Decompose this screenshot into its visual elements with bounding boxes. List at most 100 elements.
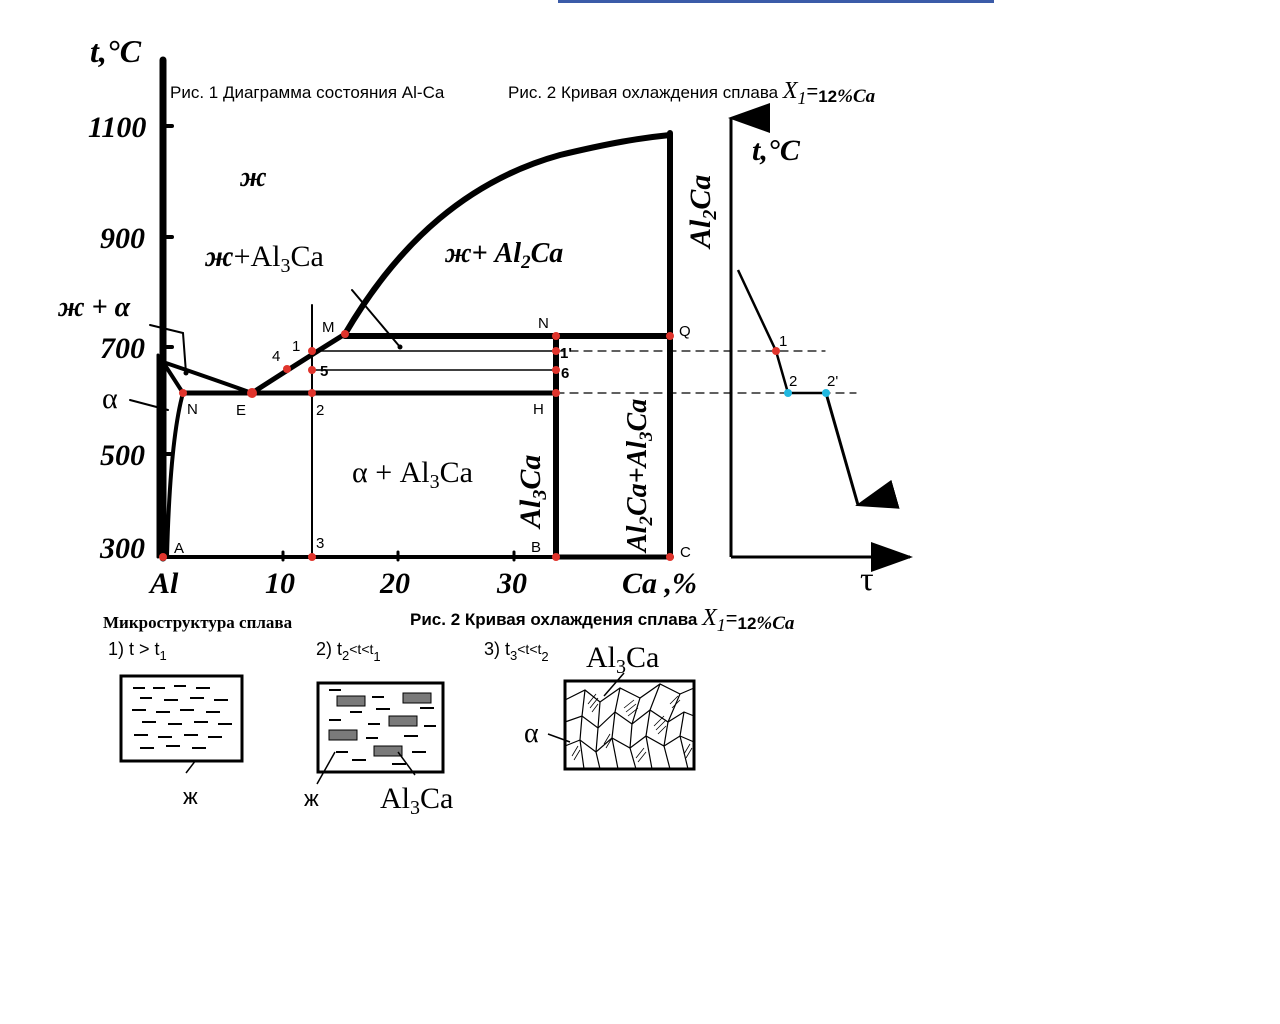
region-al2ca-vertical-sub: 2 bbox=[699, 210, 721, 221]
micro-label-1: 1) t > t1 bbox=[108, 639, 167, 663]
point-1 bbox=[308, 347, 316, 355]
region-liquid: ж bbox=[239, 162, 267, 193]
region-alpha-al3ca-prefix: α + Al bbox=[352, 456, 430, 489]
point-m bbox=[341, 330, 349, 338]
region-al2ca-al3ca-sub2: 3 bbox=[636, 431, 657, 442]
x-tick-10: 10 bbox=[265, 567, 295, 600]
phase-diagram-caption: Рис. 1 Диаграмма состояния Al-Ca bbox=[170, 83, 445, 102]
cooling-point-1 bbox=[772, 347, 780, 355]
phase-axis-labels: t,°C 1100 900 700 500 300 Al 10 20 30 Ca… bbox=[88, 33, 697, 600]
micro-title: Микроструктура сплава bbox=[103, 613, 293, 632]
point-n-left bbox=[179, 389, 187, 397]
cooling-point-2 bbox=[784, 389, 792, 397]
micro-liquid-label-2: ж bbox=[304, 786, 319, 811]
region-alpha: α bbox=[102, 382, 118, 415]
cooling-label-2prime: 2' bbox=[827, 373, 838, 390]
label-b: B bbox=[531, 539, 541, 556]
liquidus-al3ca bbox=[249, 331, 348, 396]
region-al3ca-vertical: Al3Ca bbox=[514, 455, 551, 530]
label-a: A bbox=[174, 540, 184, 557]
region-al2ca-vertical-b: Ca bbox=[684, 175, 717, 210]
micro-panel-3 bbox=[547, 672, 696, 771]
micro-leader-liquid-1 bbox=[185, 759, 197, 774]
leader-l-al3ca bbox=[351, 289, 401, 348]
label-4: 4 bbox=[272, 348, 280, 365]
micro-panel-2 bbox=[316, 681, 445, 785]
region-liquid-al3ca-end: Ca bbox=[291, 240, 324, 273]
point-1prime bbox=[552, 347, 560, 355]
region-liquid-al3ca-sub: 3 bbox=[281, 255, 291, 277]
phase-diagram bbox=[129, 56, 857, 562]
label-e: E bbox=[236, 402, 246, 419]
leader-alpha bbox=[129, 399, 169, 411]
point-labels: A N E 4 1 5 2 3 M N 1' 6 H B Q C bbox=[174, 315, 691, 561]
label-c: C bbox=[680, 544, 691, 561]
micro-label-2: 2) t2<t<t1 bbox=[316, 639, 381, 664]
label-q: Q bbox=[679, 323, 691, 340]
x-tick-ca: Ca ,% bbox=[622, 567, 697, 600]
cooling-y-label: t,°C bbox=[752, 134, 801, 167]
region-al3ca-vertical-b: Ca bbox=[514, 455, 547, 490]
bottom-caption-sub: 1 bbox=[717, 615, 726, 635]
bottom-caption-var: X bbox=[701, 605, 718, 631]
y-tick-300: 300 bbox=[99, 532, 145, 565]
label-n-top: N bbox=[538, 315, 549, 332]
micro-leader-al3ca-2 bbox=[397, 751, 416, 776]
y-tick-700: 700 bbox=[100, 332, 145, 365]
region-al2ca-al3ca-c: Ca bbox=[622, 399, 653, 432]
region-liquid-al3ca-prefix: ж bbox=[204, 240, 234, 273]
micro-panel-labels: 1) t > t1 2) t2<t<t1 3) t3<t<t2 bbox=[108, 639, 549, 664]
region-alpha-al3ca-sub: 3 bbox=[430, 471, 440, 493]
point-6 bbox=[552, 366, 560, 374]
leader-liquid-alpha-2 bbox=[182, 332, 187, 374]
y-tick-500: 500 bbox=[100, 439, 145, 472]
region-al3ca-vertical-a: Al bbox=[514, 499, 547, 530]
region-alpha-al3ca: α + Al3Ca bbox=[352, 456, 473, 493]
point-c bbox=[666, 553, 674, 561]
label-3: 3 bbox=[316, 535, 324, 552]
region-liquid-al2ca-phase: + Al bbox=[472, 238, 522, 269]
x-tick-al: Al bbox=[148, 567, 179, 600]
region-al2ca-al3ca: Al2Ca+Al3Ca bbox=[622, 399, 657, 554]
liquidus-al2ca bbox=[342, 132, 673, 337]
label-2: 2 bbox=[316, 402, 324, 419]
point-2 bbox=[308, 389, 316, 397]
micro-alpha-label: α bbox=[524, 718, 539, 749]
bottom-cooling-caption: Рис. 2 Кривая охлаждения сплава X1=12%Ca bbox=[410, 605, 795, 635]
region-liquid-al3ca: ж+Al3Ca bbox=[204, 240, 324, 277]
label-1: 1 bbox=[292, 338, 300, 355]
cooling-points bbox=[772, 347, 830, 397]
cooling-curve-caption: Рис. 2 Кривая охлаждения сплава X1=12%Ca bbox=[508, 78, 876, 108]
micro-leader-al3ca-3 bbox=[603, 672, 625, 697]
point-q bbox=[666, 332, 674, 340]
point-n-top bbox=[552, 332, 560, 340]
y-tick-1100: 1100 bbox=[88, 111, 146, 144]
point-h bbox=[552, 389, 560, 397]
cooling-curve-tail bbox=[824, 392, 900, 509]
micro-al3ca-label: Al3Ca bbox=[380, 782, 453, 819]
y-tick-900: 900 bbox=[100, 222, 145, 255]
bottom-caption-unit: %Ca bbox=[756, 613, 795, 634]
cooling-caption-prefix: Рис. 2 Кривая охлаждения сплава bbox=[508, 83, 783, 102]
alpha-solvus bbox=[165, 391, 185, 559]
region-al2ca-al3ca-sub1: 2 bbox=[636, 516, 657, 527]
label-5: 5 bbox=[320, 363, 328, 380]
region-labels: ж ж+Al3Ca ж+ Al2Ca ж + α α α + Al3Ca Al2… bbox=[57, 162, 721, 554]
point-e bbox=[247, 388, 257, 398]
cooling-caption-eq: = bbox=[807, 81, 819, 103]
region-liquid-al2ca-sub: 2 bbox=[520, 252, 531, 273]
phase-points bbox=[159, 330, 674, 561]
label-h: H bbox=[533, 401, 544, 418]
region-liquid-alpha: ж + α bbox=[57, 292, 131, 323]
cooling-point-2prime bbox=[822, 389, 830, 397]
label-6: 6 bbox=[561, 365, 569, 382]
leader-dot bbox=[183, 370, 189, 376]
region-liquid-al2ca-end: Ca bbox=[531, 238, 564, 269]
cooling-caption-sub: 1 bbox=[798, 88, 807, 108]
cooling-curve bbox=[728, 103, 913, 572]
cooling-labels: t,°C τ 1 2 2' bbox=[752, 134, 874, 598]
cooling-caption-unit: %Ca bbox=[837, 86, 876, 107]
region-al3ca-vertical-sub: 3 bbox=[529, 490, 551, 501]
region-al2ca-vertical: Al2Ca bbox=[684, 175, 721, 250]
